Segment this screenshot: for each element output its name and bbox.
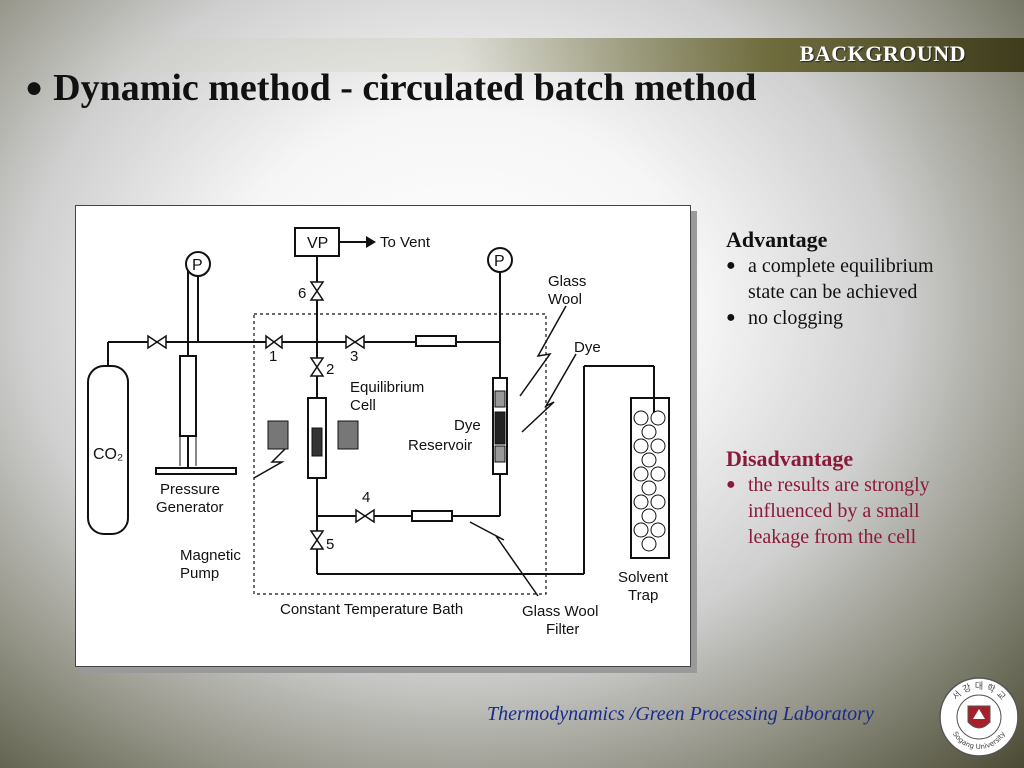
label-equilibrium-cell-1: Equilibrium: [350, 379, 424, 396]
label-dye-reservoir-2: Reservoir: [408, 437, 472, 454]
label-valve-3: 3: [350, 348, 358, 365]
diagram-labels: VP To Vent P P 1 3 6 2 4 5 CO₂ Pressure …: [93, 234, 669, 638]
label-glass-wool-filter-1: Glass Wool: [522, 603, 598, 620]
advantage-item-line: a complete equilibrium: [748, 255, 934, 277]
advantage-item-line: state can be achieved: [748, 281, 918, 303]
advantage-item: ● a complete equilibrium state can be ac…: [726, 253, 1016, 305]
disadvantage-item-line: the results are strongly: [748, 474, 930, 496]
label-co2: CO₂: [93, 446, 123, 463]
label-constant-temperature-bath: Constant Temperature Bath: [280, 601, 463, 618]
label-glass-wool-2: Wool: [548, 291, 582, 308]
bullet-icon: ●: [726, 309, 736, 326]
label-dye-reservoir-1: Dye: [454, 417, 481, 434]
dye-leader: [521, 353, 577, 433]
glass-wool-leader: [519, 305, 567, 397]
valves: [147, 281, 375, 550]
constant-temperature-bath-box: [253, 313, 547, 595]
disadvantage-item: ● the results are strongly influenced by…: [726, 472, 1016, 550]
label-valve-5: 5: [326, 536, 334, 553]
advantage-item: ● no clogging: [726, 305, 1016, 331]
label-pressure-generator-1: Pressure: [160, 481, 220, 498]
label-solvent-trap-2: Trap: [628, 587, 658, 604]
valve-6: [309, 281, 325, 301]
magnet-right: [337, 420, 359, 450]
solvent-trap-packing: [633, 410, 666, 552]
dye-reservoir: [492, 377, 508, 475]
bullet-icon: ●: [726, 476, 736, 493]
disadvantage-heading: Disadvantage: [726, 446, 854, 471]
advantage-panel: Advantage ● a complete equilibrium state…: [726, 227, 1016, 331]
university-seal-icon: 서 강 대 학 교 Sogang University: [939, 677, 1019, 757]
label-valve-6: 6: [298, 285, 306, 302]
advantage-item-line: no clogging: [748, 307, 843, 329]
label-valve-2: 2: [326, 361, 334, 378]
magnet-left: [267, 420, 289, 450]
valve-4: [355, 508, 375, 524]
valve-2: [309, 357, 325, 377]
valve-1: [265, 334, 283, 350]
glass-wool-filter-element: [411, 510, 453, 522]
label-dye: Dye: [574, 339, 601, 356]
disadvantage-panel: Disadvantage ● the results are strongly …: [726, 446, 1016, 550]
label-glass-wool-1: Glass: [548, 273, 586, 290]
glass-wool-plug-bottom: [494, 445, 506, 463]
disadvantage-item-line: leakage from the cell: [748, 526, 917, 548]
magnetic-pump-leader: [253, 445, 289, 479]
solvent-trap: [630, 397, 670, 559]
valve-3: [345, 334, 365, 350]
vent-arrow-icon: [366, 236, 376, 248]
label-p-left: P: [192, 257, 203, 274]
header-bar: [0, 38, 1024, 72]
label-valve-1: 1: [269, 348, 277, 365]
glass-wool-filter-leader: [469, 521, 539, 597]
apparatus-svg: VP To Vent P P 1 3 6 2 4 5 CO₂ Pressure …: [87, 227, 670, 638]
label-solvent-trap-1: Solvent: [618, 569, 669, 586]
stir-bar: [311, 427, 323, 457]
bullet-icon: ●: [726, 257, 736, 274]
label-glass-wool-filter-2: Filter: [546, 621, 579, 638]
footer-lab-name: Thermodynamics /Green Processing Laborat…: [487, 703, 874, 725]
apparatus-diagram: VP To Vent P P 1 3 6 2 4 5 CO₂ Pressure …: [75, 205, 691, 667]
title-text: Dynamic method - circulated batch method: [53, 67, 757, 109]
disadvantage-item-line: influenced by a small: [748, 500, 920, 522]
slide-title: ● Dynamic method - circulated batch metho…: [25, 66, 756, 110]
glass-wool-top: [415, 335, 457, 347]
label-valve-4: 4: [362, 489, 370, 506]
label-equilibrium-cell-2: Cell: [350, 397, 376, 414]
label-vp: VP: [307, 235, 328, 252]
hatched-elements: [267, 390, 506, 463]
advantage-heading: Advantage: [726, 227, 828, 252]
pressure-generator-cylinder: [179, 355, 197, 437]
valve-co2: [147, 334, 167, 350]
section-label: BACKGROUND: [799, 41, 966, 66]
dye-packing: [494, 411, 506, 445]
valve-5: [309, 530, 325, 550]
glass-wool-plug-top: [494, 390, 506, 408]
piping: [87, 227, 670, 597]
pressure-generator-base: [155, 467, 237, 475]
label-magnetic-pump-2: Pump: [180, 565, 219, 582]
label-magnetic-pump-1: Magnetic: [180, 547, 241, 564]
label-to-vent: To Vent: [380, 234, 431, 251]
label-pressure-generator-2: Generator: [156, 499, 224, 516]
title-bullet: ●: [25, 71, 44, 104]
label-p-right: P: [494, 253, 505, 270]
